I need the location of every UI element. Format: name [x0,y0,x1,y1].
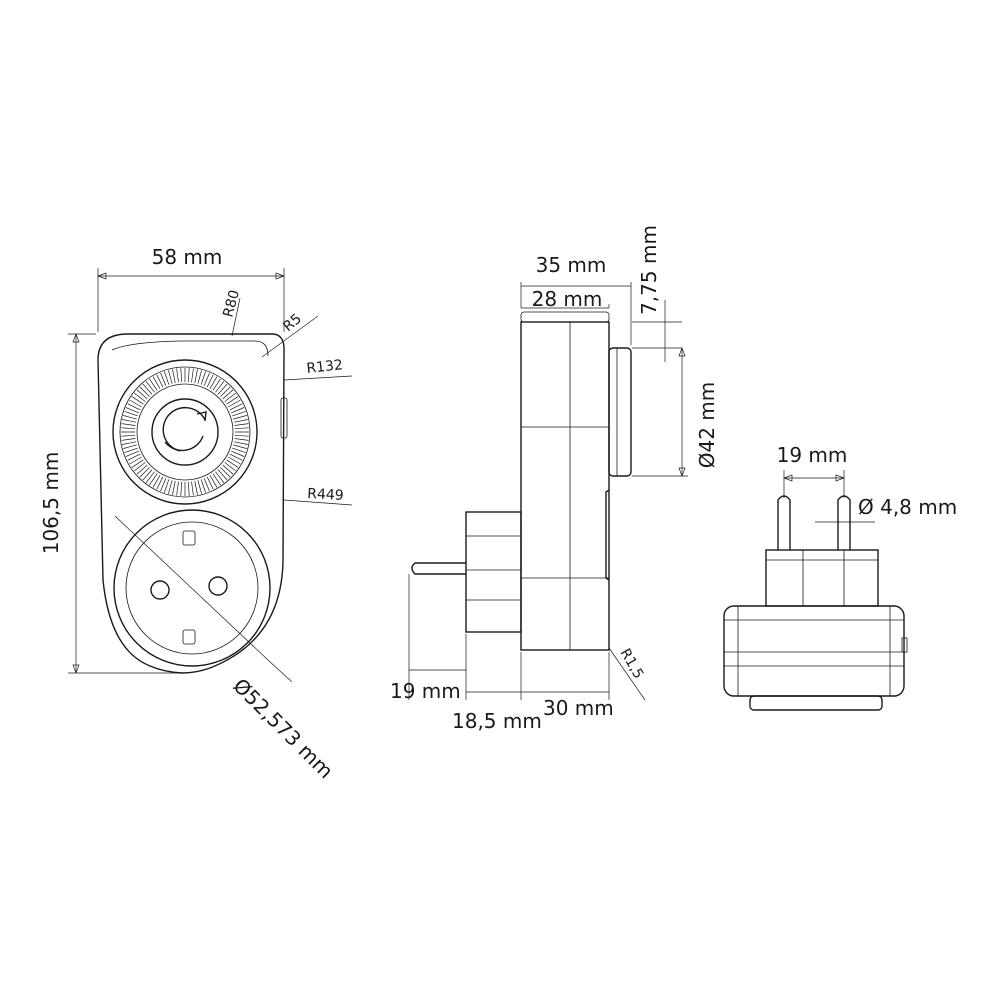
front-view: 58 mm 106,5 mm R80 R5 R132 R449 Ø52,573 … [39,245,353,784]
side-body [520,321,610,651]
timer-dial [112,359,258,505]
side-dial [608,347,632,477]
radius-r80-label: R80 [220,288,243,319]
bottom-view: 19 mm Ø 4,8 mm [723,443,957,711]
pin-diameter-label: Ø 4,8 mm [858,495,957,519]
side-view: 35 mm 28 mm 7,75 mm Ø42 mm 19 mm 18,5 mm… [390,225,719,733]
front-height-label: 106,5 mm [39,452,63,555]
pin-length-label: 19 mm [390,679,461,703]
bottom-pin-right [837,495,851,550]
pin-spacing-label: 19 mm [777,443,848,467]
dial-protrusion-label: 7,75 mm [637,225,661,315]
side-total-depth-label: 35 mm [536,253,607,277]
bottom-housing [723,605,905,697]
rotate-arrow-icon [162,406,206,452]
radius-r449-label: R449 [307,486,344,504]
rear-depth-label: 30 mm [543,696,614,720]
bottom-plug-block [765,549,879,607]
side-plug-base [465,511,522,633]
bottom-pin-left [777,495,791,550]
socket [113,509,271,667]
side-body-depth-label: 28 mm [532,287,603,311]
edge-radius-label: R1,5 [617,646,647,682]
dial-diameter-label: Ø42 mm [695,382,719,469]
socket-diameter-label: Ø52,573 mm [228,674,338,784]
housing-inner-contour [111,340,269,357]
housing-outline [97,333,285,674]
side-switch [280,397,288,439]
side-pin [411,562,466,575]
front-width-label: 58 mm [152,245,223,269]
radius-r132-label: R132 [306,357,344,377]
plug-base-depth-label: 18,5 mm [452,709,542,733]
